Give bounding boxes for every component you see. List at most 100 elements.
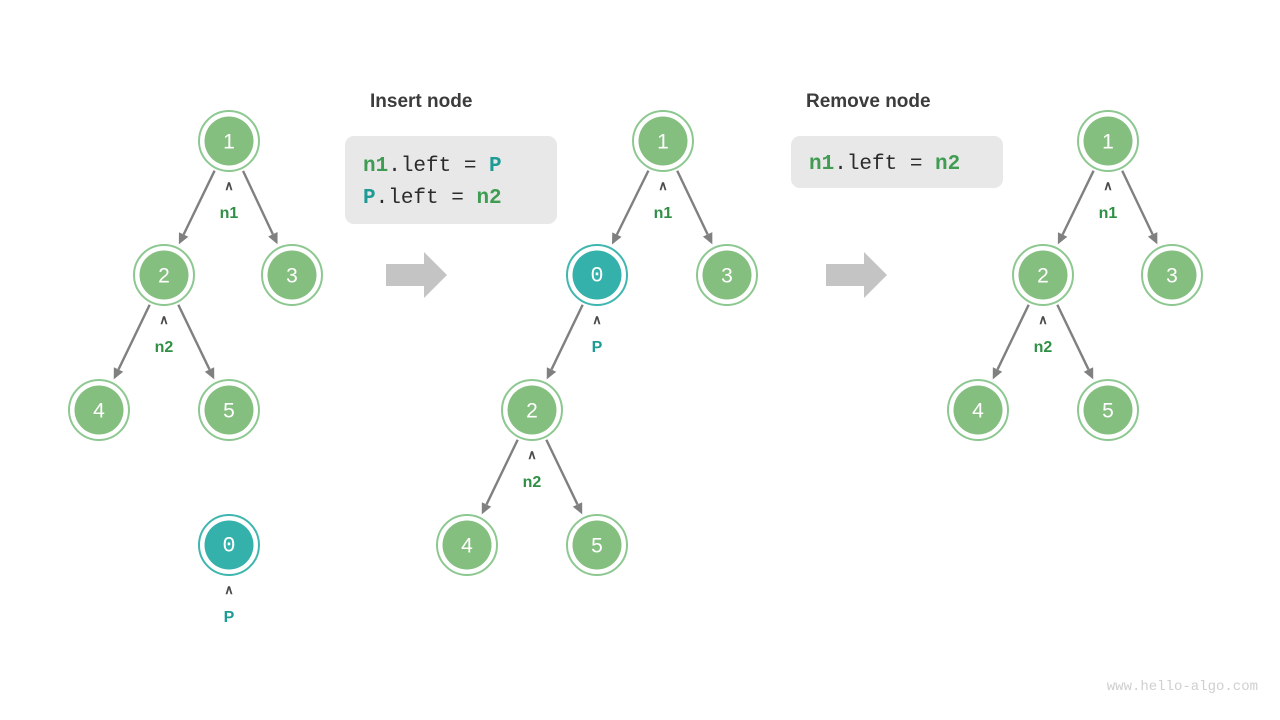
- edge-line: [1056, 304, 1090, 370]
- edge-arrowhead-icon: [113, 367, 124, 380]
- edge-line: [1121, 170, 1154, 235]
- edge-arrowhead-icon: [268, 232, 278, 245]
- tree-node[interactable]: 0: [198, 514, 260, 576]
- pointer-marker: ∧n2: [155, 312, 174, 356]
- panel-remove-node: 1 2 3 4 5 ∧n1 ∧n2 Remove node n1.left = n2: [791, 91, 1203, 441]
- caret-up-icon: ∧: [592, 312, 602, 327]
- node-circle: [139, 250, 189, 300]
- edge-line: [615, 170, 650, 236]
- pointer-marker: ∧ n1: [654, 178, 673, 222]
- node-value-label: 4: [972, 400, 984, 423]
- node-value-label: 3: [286, 265, 298, 288]
- edge-line: [545, 439, 579, 505]
- step-arrow-right-icon: [826, 252, 887, 298]
- tree-node[interactable]: 2: [133, 244, 195, 306]
- node-circle: [1018, 250, 1068, 300]
- node-value-label: 5: [1102, 400, 1114, 423]
- caret-up-icon: ∧: [159, 312, 169, 327]
- node-circle: [572, 520, 622, 570]
- edge-line: [550, 304, 584, 370]
- pointer-marker: ∧n1: [1099, 178, 1118, 222]
- node-value-label: 2: [526, 400, 538, 423]
- pointer-marker: ∧P: [592, 312, 603, 356]
- edge-arrowhead-icon: [572, 502, 583, 515]
- node-value-label: 1: [1102, 131, 1114, 154]
- tree-node[interactable]: 4: [436, 514, 498, 576]
- code-box-background: [791, 136, 1003, 188]
- tree-node[interactable]: 5: [566, 514, 628, 576]
- edge-line: [485, 439, 519, 505]
- node-circle: [572, 250, 622, 300]
- node-circle: [702, 250, 752, 300]
- panel-title: Remove node: [806, 91, 931, 112]
- node-value-label: 0: [590, 264, 603, 289]
- code-box-background: [345, 136, 557, 224]
- tree-node[interactable]: 3: [1141, 244, 1203, 306]
- node-circle: [638, 116, 688, 166]
- pointer-marker: ∧P: [224, 582, 235, 626]
- tree-node[interactable]: 1: [198, 110, 260, 172]
- node-value-label: 1: [657, 131, 669, 154]
- node-value-label: 5: [223, 400, 235, 423]
- edge-line: [182, 170, 216, 236]
- tree-node[interactable]: 5: [198, 379, 260, 441]
- edge-arrowhead-icon: [612, 232, 622, 245]
- node-value-label: 5: [591, 535, 603, 558]
- tree-node[interactable]: 5: [1077, 379, 1139, 441]
- tree-node[interactable]: 0: [566, 244, 628, 306]
- edge-line: [241, 170, 274, 235]
- node-circle: [442, 520, 492, 570]
- pointer-marker: ∧n2: [1034, 312, 1053, 356]
- edge-line: [1061, 170, 1095, 236]
- node-circle: [1083, 116, 1133, 166]
- tree-node[interactable]: 1: [632, 110, 694, 172]
- node-circle: [204, 385, 254, 435]
- node-circle: [507, 385, 557, 435]
- pointer-label: n2: [1034, 339, 1053, 356]
- edge-line: [117, 304, 151, 370]
- pointer-marker: ∧n2: [523, 447, 542, 491]
- edge-arrowhead-icon: [178, 232, 189, 245]
- node-value-label: 0: [222, 534, 235, 559]
- pointer-marker: ∧ n1: [220, 178, 239, 222]
- panel-initial-state: 1 2 3 4 5 0 ∧ n1 ∧n2 ∧P: [68, 110, 323, 626]
- node-value-label: 4: [461, 535, 473, 558]
- edge-arrowhead-icon: [204, 367, 215, 380]
- node-circle: [267, 250, 317, 300]
- tree-node[interactable]: 1: [1077, 110, 1139, 172]
- code-line: n1.left = P: [363, 155, 502, 178]
- tree-node[interactable]: 4: [68, 379, 130, 441]
- pointer-label: n1: [654, 205, 673, 222]
- code-line: P.left = n2: [363, 187, 502, 210]
- tree-node[interactable]: 3: [696, 244, 758, 306]
- node-value-label: 3: [721, 265, 733, 288]
- caret-up-icon: ∧: [658, 178, 668, 193]
- node-value-label: 4: [93, 400, 105, 423]
- edge-line: [676, 170, 709, 235]
- tree-node[interactable]: 4: [947, 379, 1009, 441]
- edge-arrowhead-icon: [1083, 367, 1094, 380]
- edge-arrowhead-icon: [992, 367, 1003, 380]
- edges-group: [992, 170, 1158, 380]
- node-value-label: 3: [1166, 265, 1178, 288]
- edge-arrowhead-icon: [1057, 232, 1068, 245]
- caret-up-icon: ∧: [224, 178, 234, 193]
- edge-line: [996, 304, 1030, 370]
- watermark-text: www.hello-algo.com: [1107, 679, 1258, 695]
- tree-node[interactable]: 2: [1012, 244, 1074, 306]
- edge-arrowhead-icon: [1147, 232, 1158, 245]
- tree-node[interactable]: 2: [501, 379, 563, 441]
- edge-line: [177, 304, 211, 370]
- node-circle: [1147, 250, 1197, 300]
- edge-arrowhead-icon: [546, 367, 557, 380]
- pointer-label: n2: [523, 474, 542, 491]
- code-line: n1.left = n2: [809, 153, 960, 176]
- node-circle: [1083, 385, 1133, 435]
- pointer-label: n1: [1099, 205, 1118, 222]
- pointer-label: n1: [220, 205, 239, 222]
- edge-arrowhead-icon: [481, 502, 492, 515]
- node-value-label: 1: [223, 131, 235, 154]
- tree-node[interactable]: 3: [261, 244, 323, 306]
